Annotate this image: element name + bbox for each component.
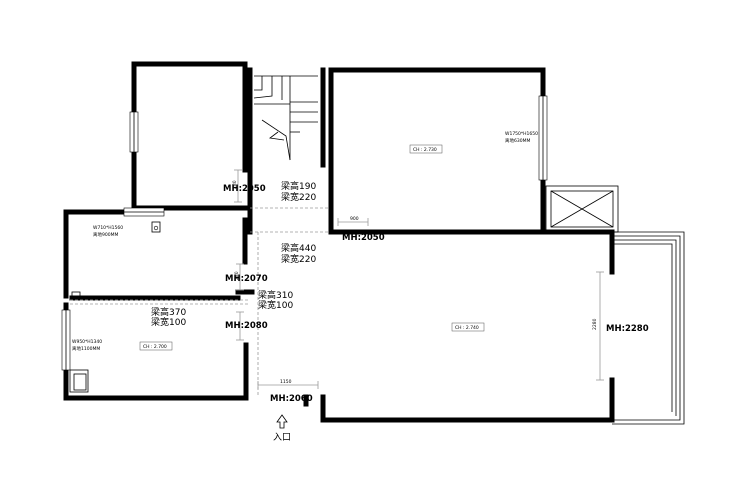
mh-label-2050-b: MH:2050: [342, 233, 385, 243]
beam-label-height-1: 梁高190: [281, 180, 316, 192]
beam-label-width-2: 梁宽220: [281, 253, 316, 265]
window-size-2: W710*H1560: [93, 225, 123, 231]
dim-label-1150: 1150: [280, 379, 292, 385]
dim-label-900: 900: [350, 216, 359, 222]
beam-lines: [70, 207, 330, 395]
dimensions: [234, 169, 604, 389]
dim-label-2280: 2280: [592, 318, 598, 330]
wall-room-topright-left: [328, 67, 380, 235]
walls: [63, 61, 615, 423]
dim-label-280-a: 280: [232, 180, 238, 189]
window-sill-3: 离地1100MM: [72, 345, 100, 352]
balcony: [612, 231, 685, 425]
window-size-3: W950*H1340: [72, 339, 102, 345]
wall-room-topright-top: [328, 67, 546, 99]
beam-label-height-3: 梁高310: [258, 289, 293, 301]
mh-label-2070: MH:2070: [225, 274, 268, 284]
entrance-label: 入口: [273, 432, 291, 443]
window-sill-2: 离地900MM: [93, 231, 118, 238]
dim-label-280-b: 280: [234, 271, 240, 280]
windows: [61, 95, 548, 371]
beam-label-width-3: 梁宽100: [258, 299, 293, 311]
mh-label-2060: MH:2060: [270, 394, 313, 404]
beam-label-height-4: 梁高370: [151, 306, 186, 318]
window-size-1: W1750*H1650: [505, 131, 538, 137]
beam-label-width-4: 梁宽100: [151, 316, 186, 328]
ch-label-2730: CH : 2.730: [413, 147, 437, 153]
columns: [69, 221, 161, 393]
ch-boxes: [139, 144, 485, 351]
mh-label-2050-a: MH:2050: [223, 184, 266, 194]
mh-label-2280: MH:2280: [606, 324, 649, 334]
staircase: [253, 75, 318, 161]
beam-label-width-1: 梁宽220: [281, 191, 316, 203]
window-sill-1: 离地630MM: [505, 137, 530, 144]
ch-label-2700: CH : 2.700: [143, 344, 167, 350]
ch-label-2740: CH : 2.740: [455, 325, 479, 331]
wall-main-top: [374, 229, 615, 275]
entrance-arrow-icon: [276, 414, 288, 429]
beam-label-height-2: 梁高440: [281, 242, 316, 254]
wall-main-bottom: [320, 377, 615, 423]
mh-label-2080: MH:2080: [225, 321, 268, 331]
wall-room-topleft-right: [131, 61, 248, 173]
ac-platform: [545, 185, 619, 233]
